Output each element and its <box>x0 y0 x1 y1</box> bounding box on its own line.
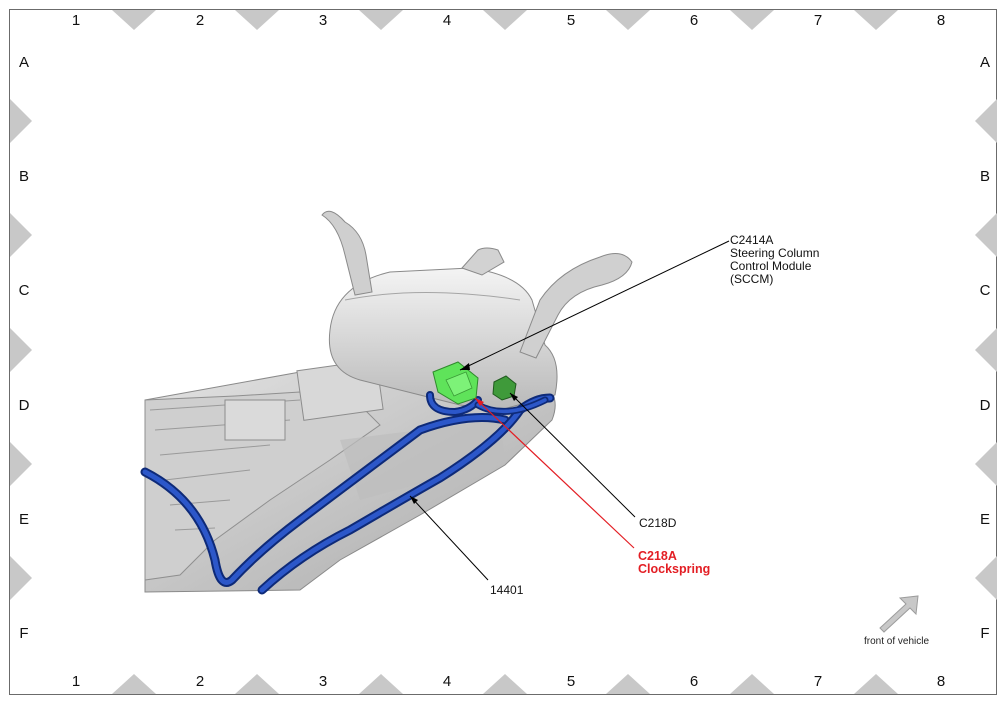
callout-sccm-line1: Steering Column <box>730 246 819 260</box>
row-label: A <box>19 54 29 71</box>
callout-sccm-id: C2414A <box>730 233 773 247</box>
callout-c218d: C218D <box>639 516 677 530</box>
column-label: 5 <box>567 12 575 29</box>
grid-marker <box>975 99 997 143</box>
grid-marker <box>10 328 32 372</box>
left-stalk <box>321 210 373 296</box>
grid-marker <box>483 10 527 30</box>
row-labels-left: A B C D E F <box>19 54 30 642</box>
callout-c218a: C218A Clockspring <box>638 549 710 576</box>
right-stalk <box>519 252 633 359</box>
arrowhead <box>475 398 484 406</box>
grid-marker <box>606 10 650 30</box>
leader-sccm <box>459 240 730 371</box>
grid-marker <box>975 442 997 486</box>
grid-marker <box>235 10 279 30</box>
column-label: 8 <box>937 673 945 690</box>
callout-c218a-name: Clockspring <box>638 562 710 576</box>
arrowhead <box>410 496 418 504</box>
arrow-icon <box>879 595 919 633</box>
grid-marker <box>10 213 32 257</box>
grid-marker <box>975 328 997 372</box>
grid-marker <box>235 674 279 694</box>
grid-marker <box>112 10 156 30</box>
grid-marker <box>483 674 527 694</box>
callout-sccm: C2414A Steering Column Control Module (S… <box>730 233 819 286</box>
orientation-label: front of vehicle <box>864 636 929 647</box>
grid-marker <box>359 10 403 30</box>
grid-marker <box>112 674 156 694</box>
leader-lines <box>409 240 730 581</box>
row-label: D <box>19 397 30 414</box>
leader-c218d <box>509 392 636 518</box>
column-label: 4 <box>443 12 451 29</box>
grid-marker <box>730 10 774 30</box>
callout-harness: 14401 <box>490 583 524 597</box>
leader-c218a <box>474 397 635 549</box>
row-label: C <box>980 282 991 299</box>
arrowhead <box>510 393 518 401</box>
callout-c218a-id: C218A <box>638 549 677 563</box>
callout-sccm-line2: Control Module <box>730 259 812 273</box>
column-labels-top: 1 2 3 4 5 6 7 8 <box>72 12 945 29</box>
row-label: B <box>19 168 29 185</box>
column-label: 5 <box>567 673 575 690</box>
grid-marker <box>606 674 650 694</box>
column-label: 1 <box>72 673 80 690</box>
column-label: 7 <box>814 12 822 29</box>
wiring-harness <box>140 391 555 595</box>
row-label: E <box>980 511 990 528</box>
orientation-indicator: front of vehicle <box>864 595 929 647</box>
column-label: 2 <box>196 12 204 29</box>
column-label: 6 <box>690 673 698 690</box>
grid-marker <box>730 674 774 694</box>
grid-marker <box>975 556 997 600</box>
grid-marker <box>359 674 403 694</box>
grid-marker <box>10 442 32 486</box>
column-label: 6 <box>690 12 698 29</box>
grid-marker <box>975 213 997 257</box>
grid-marker <box>854 10 898 30</box>
arrowhead <box>460 363 470 370</box>
housing-edge <box>344 292 521 301</box>
grid-marker <box>10 556 32 600</box>
grid-marker <box>10 99 32 143</box>
callout-sccm-line3: (SCCM) <box>730 272 773 286</box>
row-label: C <box>19 282 30 299</box>
grid-markers <box>10 10 997 694</box>
leader-harness <box>409 495 489 581</box>
column-label: 3 <box>319 673 327 690</box>
column-bracket <box>224 399 286 441</box>
column-label: 2 <box>196 673 204 690</box>
row-label: F <box>980 625 989 642</box>
top-knob <box>461 247 505 276</box>
row-labels-right: A B C D E F <box>980 54 991 642</box>
column-shroud <box>340 420 505 500</box>
column-labels-bottom: 1 2 3 4 5 6 7 8 <box>72 673 945 690</box>
row-label: A <box>980 54 990 71</box>
column-label: 8 <box>937 12 945 29</box>
column-label: 7 <box>814 673 822 690</box>
row-label: D <box>980 397 991 414</box>
row-label: B <box>980 168 990 185</box>
row-label: F <box>19 625 28 642</box>
column-label: 4 <box>443 673 451 690</box>
row-label: E <box>19 511 29 528</box>
connector-c2414a <box>432 361 479 405</box>
column-label: 1 <box>72 12 80 29</box>
grid-marker <box>854 674 898 694</box>
steering-column-illustration <box>140 210 633 595</box>
column-label: 3 <box>319 12 327 29</box>
